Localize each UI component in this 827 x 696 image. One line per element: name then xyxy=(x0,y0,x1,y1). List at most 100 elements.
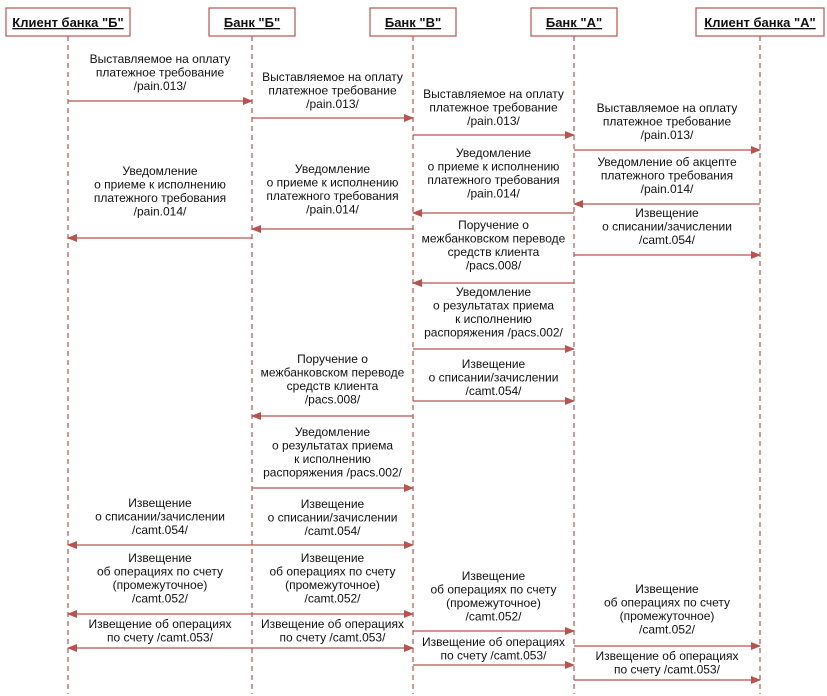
participant-label-cb: Клиент банка "Б" xyxy=(12,15,123,30)
message-label-line: об операциях по счету xyxy=(430,583,556,597)
message-label-line: о приеме к исполнению xyxy=(428,160,560,174)
message-label-line: платежного требования xyxy=(94,191,226,205)
message-label-line: Извещение xyxy=(635,582,699,596)
message-label-line: межбанковском переводе xyxy=(261,366,405,380)
message-label-line: /pain.013/ xyxy=(306,97,359,111)
message-label-line: платежное требование xyxy=(268,84,397,98)
message-label-line: платежное требование xyxy=(603,115,732,129)
message-label-line: Извещение об операциях xyxy=(596,649,739,663)
message-label-line: Извещение xyxy=(635,206,699,220)
message-label-line: к исполнению xyxy=(294,452,371,466)
message-label-line: платежное требование xyxy=(96,66,225,80)
participant-box-bb xyxy=(208,7,296,37)
message-label-line: об операциях по счету xyxy=(269,565,395,579)
message-label-line: /pain.014/ xyxy=(134,205,187,219)
participant-label-ba: Банк "А" xyxy=(546,15,602,30)
message-label-line: /pain.013/ xyxy=(467,114,520,128)
message-label-line: об операциях по счету xyxy=(604,596,730,610)
message-label-line: платежного требования xyxy=(601,169,733,183)
message-label-line: средств клиента xyxy=(287,379,379,393)
message-label-line: /camt.054/ xyxy=(639,233,696,247)
message-label-line: Уведомление xyxy=(122,164,198,178)
message-label-line: (промежуточное) xyxy=(113,578,208,592)
message-label-line: /pacs.008/ xyxy=(466,259,522,273)
message-label-line: Извещение xyxy=(301,551,365,565)
message-label-line: /camt.054/ xyxy=(465,384,522,398)
message-label-line: Уведомление xyxy=(456,285,532,299)
message-label-line: платежного требования xyxy=(427,173,559,187)
message-label-line: /camt.054/ xyxy=(304,524,361,538)
message-label-line: Уведомление xyxy=(295,162,371,176)
message-label-line: о приеме к исполнению xyxy=(267,176,399,190)
message-label-line: распоряжения /pacs.002/ xyxy=(424,326,563,340)
message-label-line: о приеме к исполнению xyxy=(94,178,226,192)
message-label-line: Извещение об операциях xyxy=(422,635,565,649)
message-label-line: Извещение об операциях xyxy=(261,617,404,631)
message-label-line: /pain.014/ xyxy=(641,182,694,196)
message-label-line: о списании/зачислении xyxy=(95,510,225,524)
message-label-line: по счету /camt.053/ xyxy=(107,631,214,645)
message-label-line: Извещение xyxy=(128,496,192,510)
message-label-line: Уведомление xyxy=(456,146,532,160)
message-label-line: Уведомление об акцепте xyxy=(597,155,737,169)
message-label-line: о списании/зачислении xyxy=(268,511,398,525)
message-label-line: об операциях по счету xyxy=(97,565,223,579)
message-label-line: Выставляемое на оплату xyxy=(90,52,231,66)
message-label-line: /camt.054/ xyxy=(132,523,189,537)
message-label-line: Извещение xyxy=(128,551,192,565)
participant-label-ca: Клиент банка "А" xyxy=(704,15,815,30)
message-label-line: о результатах приема xyxy=(433,299,554,313)
message-label-line: /camt.052/ xyxy=(132,592,189,606)
participant-label-bv: Банк "В" xyxy=(385,15,441,30)
participant-box-ba xyxy=(530,7,618,37)
message-label-line: (промежуточное) xyxy=(620,609,715,623)
message-label-line: (промежуточное) xyxy=(446,596,541,610)
message-label-line: межбанковском переводе xyxy=(422,232,566,246)
message-label-line: платежное требование xyxy=(429,101,558,115)
message-label-line: к исполнению xyxy=(455,312,532,326)
message-label-line: Извещение xyxy=(462,569,526,583)
lifelines xyxy=(67,36,761,694)
message-label-line: /pain.013/ xyxy=(134,79,187,93)
message-label-line: (промежуточное) xyxy=(285,578,380,592)
message-label-line: Извещение xyxy=(301,497,365,511)
